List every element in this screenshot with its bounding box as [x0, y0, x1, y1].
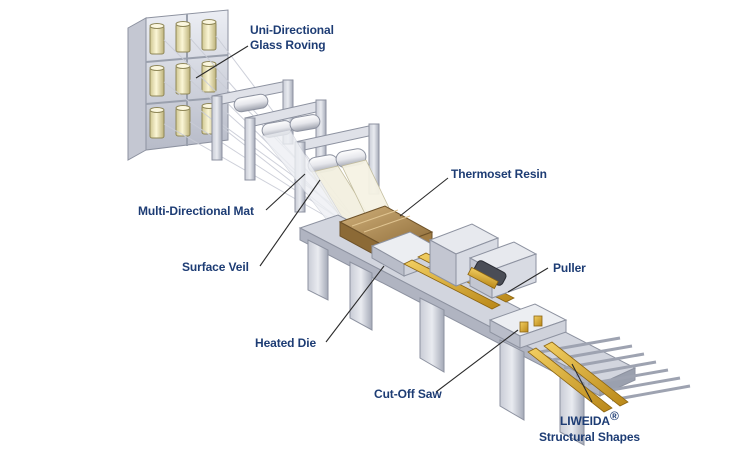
label-product-brand: LIWEIDA® [560, 409, 619, 428]
leader-line-roving [195, 45, 249, 79]
leader-lines [195, 45, 593, 403]
roving-spool [175, 63, 191, 95]
leader-line-veil [259, 179, 321, 267]
roving-spool [175, 21, 191, 53]
roving-spool [149, 23, 165, 55]
roving-spool [201, 61, 217, 93]
registered-mark: ® [610, 409, 619, 423]
roving-spool [201, 19, 217, 51]
leader-line-product [571, 363, 593, 403]
cut-off-saw [488, 303, 568, 349]
label-thermoset-resin: Thermoset Resin [451, 167, 547, 181]
label-roving-line2: Glass Roving [250, 38, 326, 52]
leader-line-die [325, 265, 385, 343]
label-puller: Puller [553, 261, 586, 275]
callout-labels: Uni-Directional Glass Roving Thermoset R… [138, 23, 641, 444]
roving-spool [175, 105, 191, 137]
product-brand-text: LIWEIDA [560, 414, 610, 428]
roving-spool [149, 65, 165, 97]
veil-sheets [261, 129, 393, 227]
structural-shapes-product [527, 341, 629, 413]
label-structural-shapes: Structural Shapes [539, 430, 640, 444]
roving-spool [149, 107, 165, 139]
puller-unit [428, 223, 538, 299]
label-multi-directional-mat: Multi-Directional Mat [138, 204, 254, 218]
leader-line-puller [507, 267, 549, 293]
roving-spools [149, 19, 217, 139]
label-surface-veil: Surface Veil [182, 260, 249, 274]
leader-line-saw [435, 329, 519, 393]
leader-line-mat [265, 173, 306, 211]
leader-line-resin [399, 177, 449, 217]
label-heated-die: Heated Die [255, 336, 316, 350]
label-roving-line1: Uni-Directional [250, 23, 334, 37]
label-cut-off-saw: Cut-Off Saw [374, 387, 442, 401]
